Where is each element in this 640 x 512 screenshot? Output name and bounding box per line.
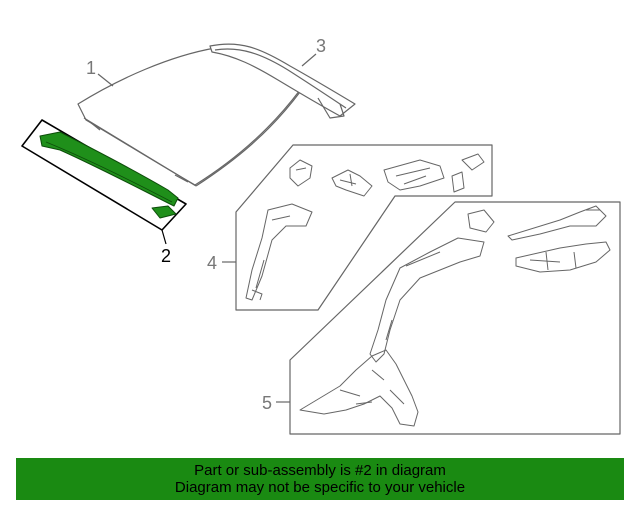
front-pillar-assembly-icon bbox=[245, 153, 485, 301]
diagram-notice-banner: Part or sub-assembly is #2 in diagram Di… bbox=[16, 458, 624, 500]
roof-panel-icon bbox=[77, 47, 301, 187]
callout-4: 4 bbox=[207, 253, 218, 273]
callout-1-leader bbox=[97, 73, 114, 87]
rear-pillar-assembly-icon bbox=[299, 205, 611, 427]
callout-2-leader bbox=[161, 229, 167, 245]
front-pillar-assembly-box bbox=[235, 144, 493, 311]
callout-3-leader bbox=[301, 53, 317, 67]
roof-rail-icon bbox=[209, 43, 356, 119]
parts-diagram bbox=[21, 43, 621, 435]
windshield-header-icon bbox=[39, 131, 179, 219]
banner-line-1: Part or sub-assembly is #2 in diagram bbox=[194, 462, 446, 479]
callout-5: 5 bbox=[262, 393, 273, 413]
banner-line-2: Diagram may not be specific to your vehi… bbox=[174, 479, 466, 496]
callout-2: 2 bbox=[161, 246, 172, 266]
callout-1: 1 bbox=[86, 58, 97, 78]
callout-3: 3 bbox=[316, 36, 327, 56]
